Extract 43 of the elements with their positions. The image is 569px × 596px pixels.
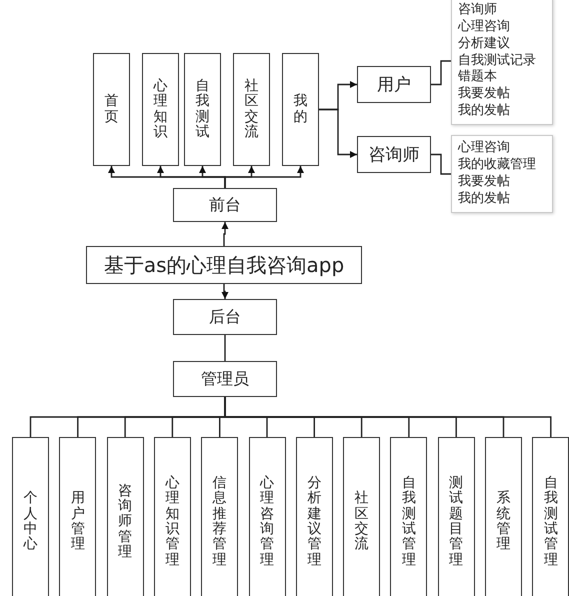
list-item: 我的发帖 [458, 190, 510, 208]
module-box: 咨询师管理 [106, 437, 144, 596]
module-box: 用户管理 [59, 437, 96, 596]
module-box: 自我测试 [184, 53, 221, 166]
module-box: 后台 [173, 299, 277, 335]
feature-list-box [451, 0, 553, 125]
list-item: 我的收藏管理 [458, 157, 536, 174]
list-item: 我要发帖 [458, 174, 510, 191]
module-box: 我的 [282, 53, 319, 166]
module-box: 自我测试管理 [390, 437, 428, 596]
list-item: 心理咨询 [458, 140, 510, 157]
connector-line [431, 60, 451, 86]
connector-line [224, 335, 226, 361]
module-box: 信息推荐管理 [201, 437, 238, 596]
role-box: 用户 [357, 66, 431, 103]
arrow [222, 222, 228, 246]
list-item: 心理咨询 [458, 18, 510, 36]
module-box: 社区交流 [233, 53, 270, 166]
module-box: 心理知识管理 [154, 437, 191, 596]
title-box: 基于as的心理自我咨询app [86, 246, 362, 284]
list-item: 我的发帖 [458, 103, 510, 120]
list-item: 分析建议 [458, 36, 510, 53]
feature-list-box [451, 135, 553, 213]
module-box: 测试题目管理 [438, 437, 475, 596]
connector-line [431, 154, 451, 175]
module-box: 心理咨询管理 [248, 437, 286, 596]
arrow [224, 166, 304, 188]
arrow [222, 284, 228, 299]
module-box: 个人中心 [12, 437, 49, 596]
module-box: 管理员 [173, 361, 277, 397]
module-box: 心理知识 [142, 53, 179, 166]
list-item: 错题本 [458, 69, 497, 86]
role-box: 咨询师 [357, 136, 431, 173]
module-box: 社区交流 [343, 437, 380, 596]
list-item: 自我测试记录 [458, 52, 536, 69]
arrow [319, 108, 357, 158]
module-box: 系统管理 [485, 437, 522, 596]
module-box: 分析建议管理 [296, 437, 333, 596]
module-box: 自我测试管理 [532, 437, 569, 596]
list-item: 我要发帖 [458, 86, 510, 103]
module-box: 首页 [93, 53, 130, 166]
module-box: 前台 [173, 188, 277, 222]
list-item: 咨询师 [458, 2, 497, 19]
